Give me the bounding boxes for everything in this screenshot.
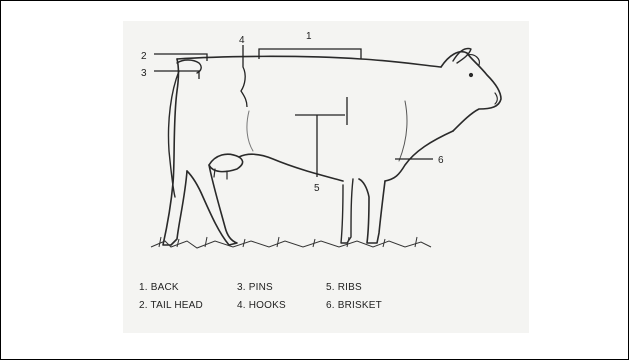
callout-line-4 — [241, 45, 247, 107]
cow-outline — [163, 49, 501, 246]
cow-eye — [469, 73, 472, 76]
callout-number-3: 3 — [141, 68, 147, 79]
cow-belly-outline — [239, 154, 343, 181]
cow-hind-leg-rear — [163, 59, 187, 245]
callout-number-6: 6 — [438, 155, 444, 166]
cow-flank-shade — [247, 111, 253, 151]
legend-item-pins: 3. PINS — [237, 282, 273, 293]
callout-lines — [154, 45, 433, 177]
callout-number-5: 5 — [314, 183, 320, 194]
ground-grass — [151, 237, 431, 248]
cow-shoulder-shade — [399, 101, 407, 161]
cow-udder — [209, 154, 243, 171]
callout-number-2: 2 — [141, 51, 147, 62]
legend-item-back: 1. BACK — [139, 282, 179, 293]
callout-number-4: 4 — [239, 35, 245, 46]
legend-item-hooks: 4. HOOKS — [237, 300, 286, 311]
legend: 1. BACK 3. PINS 5. RIBS 2. TAIL HEAD 4. … — [139, 282, 382, 311]
cow-hind-leg-near — [187, 165, 237, 245]
ground-line — [151, 241, 431, 248]
legend-item-brisket: 6. BRISKET — [326, 300, 382, 311]
cow-front-leg-far — [341, 179, 353, 243]
legend-item-tail-head: 2. TAIL HEAD — [139, 300, 203, 311]
cow-head-outline — [441, 52, 501, 131]
cow-front-leg-near — [359, 179, 385, 243]
cow-back-outline — [177, 56, 441, 67]
callout-number-1: 1 — [306, 31, 312, 42]
cow-muzzle — [495, 93, 497, 104]
legend-item-ribs: 5. RIBS — [326, 282, 362, 293]
callout-line-5 — [295, 97, 347, 177]
